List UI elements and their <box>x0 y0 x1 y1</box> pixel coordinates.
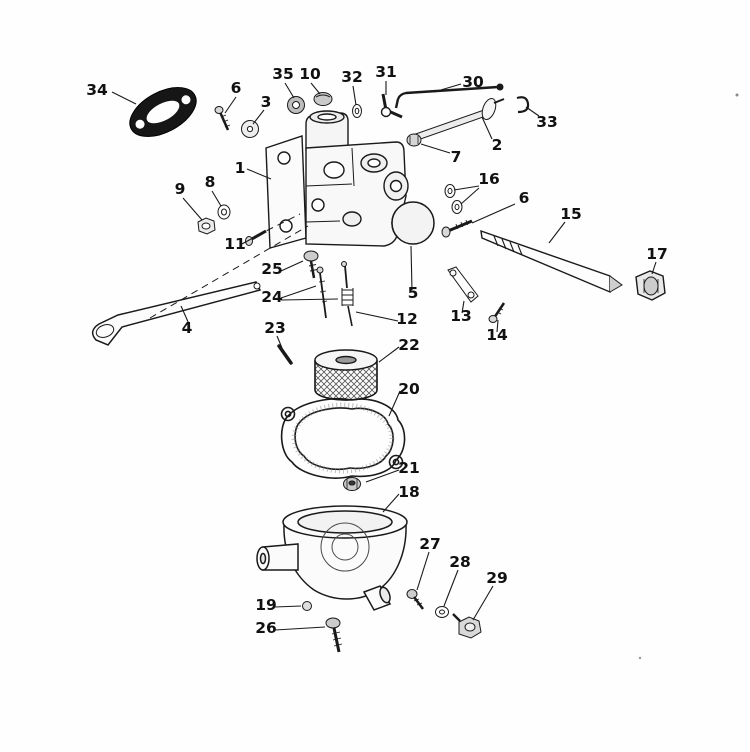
callout-12: 12 <box>396 310 418 328</box>
callout-6-right: 6 <box>519 189 530 207</box>
speck <box>735 93 739 97</box>
callout-33: 33 <box>536 113 558 131</box>
part-22-float <box>314 349 378 401</box>
callout-3: 3 <box>261 93 272 111</box>
speck <box>638 656 642 660</box>
callout-labels: 34 6 3 35 10 32 31 30 2 33 7 1 16 8 9 6 … <box>86 63 668 637</box>
callout-13: 13 <box>450 307 472 325</box>
part-32-washer <box>352 104 362 118</box>
callout-8: 8 <box>205 173 216 191</box>
callout-34: 34 <box>86 81 108 99</box>
part-18-float-bowl <box>256 505 408 611</box>
part-19-ball <box>302 601 312 611</box>
callout-1: 1 <box>235 159 246 177</box>
part-8-washer <box>217 204 231 220</box>
part-13-bracket <box>447 266 479 303</box>
callout-6-top: 6 <box>231 79 242 97</box>
part-33-clip <box>516 96 530 114</box>
callout-10: 10 <box>299 65 321 83</box>
part-10-cap-plug <box>313 92 333 106</box>
callout-18: 18 <box>398 483 420 501</box>
diagram-artwork <box>91 83 739 660</box>
part-14-screw <box>488 302 506 323</box>
callout-23: 23 <box>264 319 286 337</box>
part-28-washer <box>435 606 449 618</box>
callout-32: 32 <box>341 68 363 86</box>
part-30-link-rod <box>394 83 504 109</box>
callout-24: 24 <box>261 288 283 306</box>
part-7-nut <box>406 133 422 147</box>
assembly-axis-dashed-2 <box>255 213 301 237</box>
callout-16: 16 <box>478 170 500 188</box>
part-2-throttle-shaft <box>409 97 505 143</box>
part-15-needle-valve <box>480 229 623 294</box>
callout-15: 15 <box>560 205 582 223</box>
callout-17: 17 <box>646 245 668 263</box>
part-31-crank-link <box>380 93 403 119</box>
part-27-drain-screw <box>406 589 424 610</box>
callout-29: 29 <box>486 569 508 587</box>
part-21-nut <box>343 477 361 491</box>
callout-19: 19 <box>255 596 277 614</box>
part-4-choke-lever <box>91 281 262 346</box>
part-29-drain-plug <box>452 613 482 639</box>
part-12-needle-spring <box>341 261 354 327</box>
part-1-carburetor-body <box>265 110 409 249</box>
part-16-washers <box>444 184 463 214</box>
part-5-pump-cover <box>391 201 435 245</box>
callout-14: 14 <box>486 326 508 344</box>
callout-4: 4 <box>182 319 193 337</box>
part-6-screw-top <box>214 106 231 131</box>
callout-9: 9 <box>175 180 186 198</box>
callout-22: 22 <box>398 336 420 354</box>
callout-7: 7 <box>451 148 462 166</box>
callout-21: 21 <box>398 459 420 477</box>
part-26-screw <box>325 617 343 653</box>
callout-27: 27 <box>419 535 441 553</box>
callout-31: 31 <box>375 63 397 81</box>
callout-2: 2 <box>492 136 503 154</box>
part-34-mount-gasket <box>129 87 197 137</box>
callout-5: 5 <box>408 284 419 302</box>
callout-28: 28 <box>449 553 471 571</box>
callout-11: 11 <box>224 235 246 253</box>
callout-30: 30 <box>462 73 484 91</box>
part-25-screw <box>303 250 319 279</box>
callout-26: 26 <box>255 619 277 637</box>
callout-35: 35 <box>272 65 294 83</box>
callout-20: 20 <box>398 380 420 398</box>
callout-25: 25 <box>261 260 283 278</box>
assembly-axis-dashed <box>149 225 309 319</box>
part-35-grommet <box>287 96 305 114</box>
part-9-nut <box>197 217 216 235</box>
part-3-washer <box>241 120 259 138</box>
part-24-needle <box>316 266 328 319</box>
part-11-stud <box>245 229 267 246</box>
part-20-bowl-gasket <box>280 397 406 479</box>
part-6-screw-right <box>441 219 473 238</box>
part-23-pin <box>277 344 293 365</box>
part-17-packing-nut <box>635 270 666 301</box>
leader-lines <box>111 81 657 631</box>
